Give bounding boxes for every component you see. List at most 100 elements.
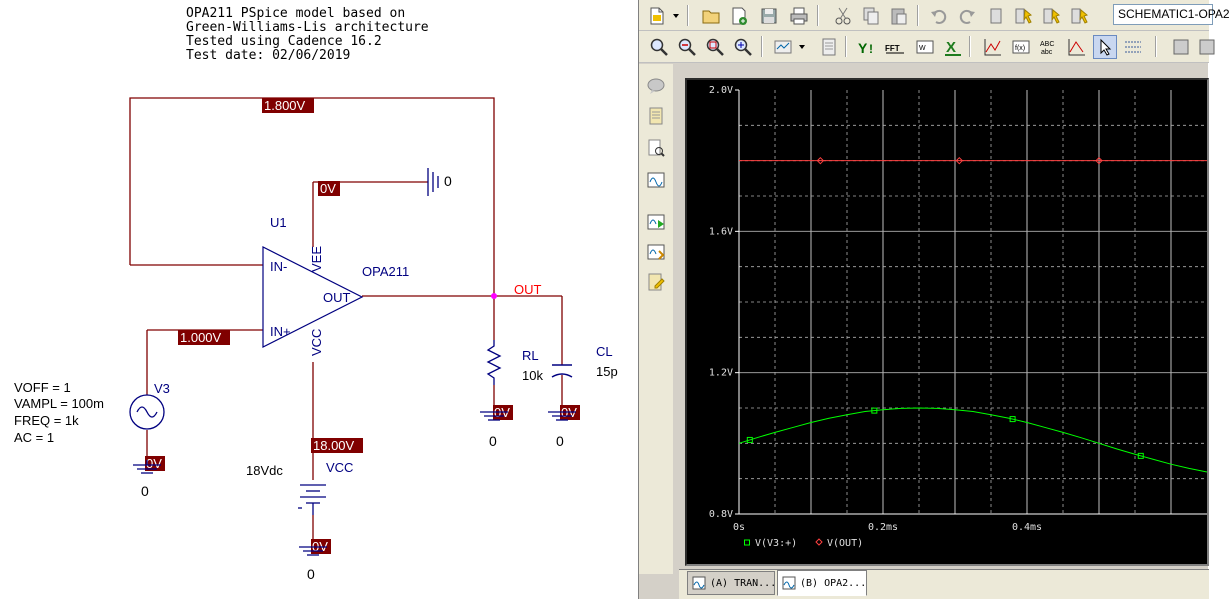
add-plot-button[interactable] <box>817 35 841 59</box>
svg-text:X: X <box>946 39 956 56</box>
x-tick-label: 0s <box>733 522 745 533</box>
axis-settings-dropdown[interactable] <box>795 35 809 59</box>
ground-vcc-icon[interactable] <box>299 546 327 556</box>
new-file-button[interactable] <box>645 4 669 28</box>
bookmark-button[interactable] <box>985 4 1009 28</box>
toolbar-separator <box>845 36 847 57</box>
new-file-dropdown[interactable] <box>669 4 683 28</box>
side-tool-1[interactable] <box>644 74 668 98</box>
toggle-cursor-button[interactable] <box>981 35 1005 59</box>
view-button-2[interactable] <box>1195 35 1219 59</box>
fft-button[interactable]: FFT <box>883 35 907 59</box>
printer-icon <box>790 7 808 25</box>
tab-tran[interactable]: (A) TRAN... <box>687 571 776 595</box>
zoom-in-icon <box>650 38 668 56</box>
pin-vee-label: VEE <box>309 246 324 272</box>
probe-window: SCHEMATIC1-OPA2 Y! FFT <box>638 0 1230 599</box>
svg-text:W: W <box>919 45 926 52</box>
schematic-select[interactable]: SCHEMATIC1-OPA2 <box>1113 4 1230 25</box>
pin-in-minus-label: IN- <box>270 259 287 274</box>
axis-settings-button[interactable] <box>771 35 795 59</box>
redo-button[interactable] <box>955 4 979 28</box>
toggle-grid-button[interactable] <box>1121 35 1145 59</box>
svg-text:abc: abc <box>1041 49 1053 56</box>
chat-bubble-icon <box>647 78 665 94</box>
side-tool-3[interactable] <box>644 136 668 160</box>
zoom-area-button[interactable] <box>703 35 727 59</box>
probe-marker-3-button[interactable] <box>1067 4 1091 28</box>
sine-source-icon[interactable] <box>129 394 165 430</box>
select-pointer-button[interactable] <box>1093 35 1117 59</box>
undo-button[interactable] <box>927 4 951 28</box>
performance-analysis-button[interactable]: W <box>913 35 937 59</box>
side-tool-6[interactable] <box>644 240 668 264</box>
schematic-canvas[interactable]: OPA211 PSpice model based on Green-Willi… <box>0 0 638 599</box>
folder-open-icon <box>702 10 720 24</box>
y-tick-label: 2.0V <box>709 85 733 96</box>
ground-rl-label: 0 <box>489 433 497 449</box>
append-file-button[interactable] <box>727 4 751 28</box>
pin-in-plus-label: IN+ <box>270 324 291 339</box>
copy-icon <box>863 7 879 25</box>
function-icon: f(x) <box>1012 40 1030 54</box>
view-button-1[interactable] <box>1169 35 1193 59</box>
side-tool-7[interactable] <box>644 270 668 294</box>
series-line-0 <box>738 407 1208 473</box>
simulation-settings-icon <box>647 244 665 260</box>
zoom-fit-button[interactable] <box>731 35 755 59</box>
net-out-label[interactable]: OUT <box>514 282 542 297</box>
ground-rl-icon[interactable] <box>480 411 508 421</box>
document-icon <box>649 107 663 125</box>
legend-marker-1 <box>815 538 823 546</box>
scissors-icon <box>835 7 851 25</box>
open-button[interactable] <box>699 4 723 28</box>
excel-export-button[interactable]: X <box>941 35 965 59</box>
cursor-plot-icon <box>984 39 1001 56</box>
ground-v3-icon[interactable] <box>133 460 161 474</box>
cut-button[interactable] <box>831 4 855 28</box>
probe-marker-2-button[interactable] <box>1039 4 1063 28</box>
capacitor-cl-icon[interactable] <box>551 364 573 378</box>
svg-text:!: ! <box>869 42 873 56</box>
mark-data-points-button[interactable] <box>1065 35 1089 59</box>
ground-vee-label: 0 <box>444 173 452 189</box>
ground-cl-label: 0 <box>556 433 564 449</box>
ground-vee-icon[interactable] <box>427 168 439 196</box>
probe-marker-1-button[interactable] <box>1011 4 1035 28</box>
evaluate-measurement-button[interactable]: f(x) <box>1009 35 1033 59</box>
chevron-down-icon <box>799 45 805 49</box>
side-tool-2[interactable] <box>644 104 668 128</box>
schematic-drawing[interactable]: OPA211 PSpice model based on Green-Willi… <box>0 0 638 599</box>
excel-icon: X <box>945 39 961 56</box>
ground-cl-icon[interactable] <box>548 411 576 421</box>
opamp-u1[interactable]: IN- IN+ OUT VEE VCC U1 OPA211 <box>262 215 409 356</box>
paste-button[interactable] <box>887 4 911 28</box>
y-tick-label: 1.6V <box>709 226 733 237</box>
zoom-in-button[interactable] <box>647 35 671 59</box>
copy-button[interactable] <box>859 4 883 28</box>
y-tick-label: 0.8V <box>709 509 733 520</box>
save-button[interactable] <box>757 4 781 28</box>
side-tool-4[interactable] <box>644 168 668 192</box>
legend-marker-0 <box>744 539 750 546</box>
zoom-area-icon <box>706 38 724 56</box>
zoom-out-button[interactable] <box>675 35 699 59</box>
chevron-down-icon <box>673 14 679 18</box>
side-tool-5[interactable] <box>644 210 668 234</box>
legend-label-0: V(V3:+) <box>755 538 797 549</box>
resistor-rl-icon[interactable] <box>486 340 502 385</box>
tab-opa2[interactable]: (B) OPA2... <box>777 570 867 596</box>
print-button[interactable] <box>787 4 811 28</box>
window-icon <box>1199 39 1215 55</box>
wires[interactable] <box>129 97 563 545</box>
series-marker-1 <box>955 156 964 165</box>
dc-source-icon[interactable] <box>298 484 326 515</box>
header-line-3: Tested using Cadence 16.2 <box>186 34 382 49</box>
add-y-axis-button[interactable]: Y! <box>855 35 879 59</box>
grid-icon <box>1125 41 1141 53</box>
series-marker-0 <box>746 436 753 443</box>
